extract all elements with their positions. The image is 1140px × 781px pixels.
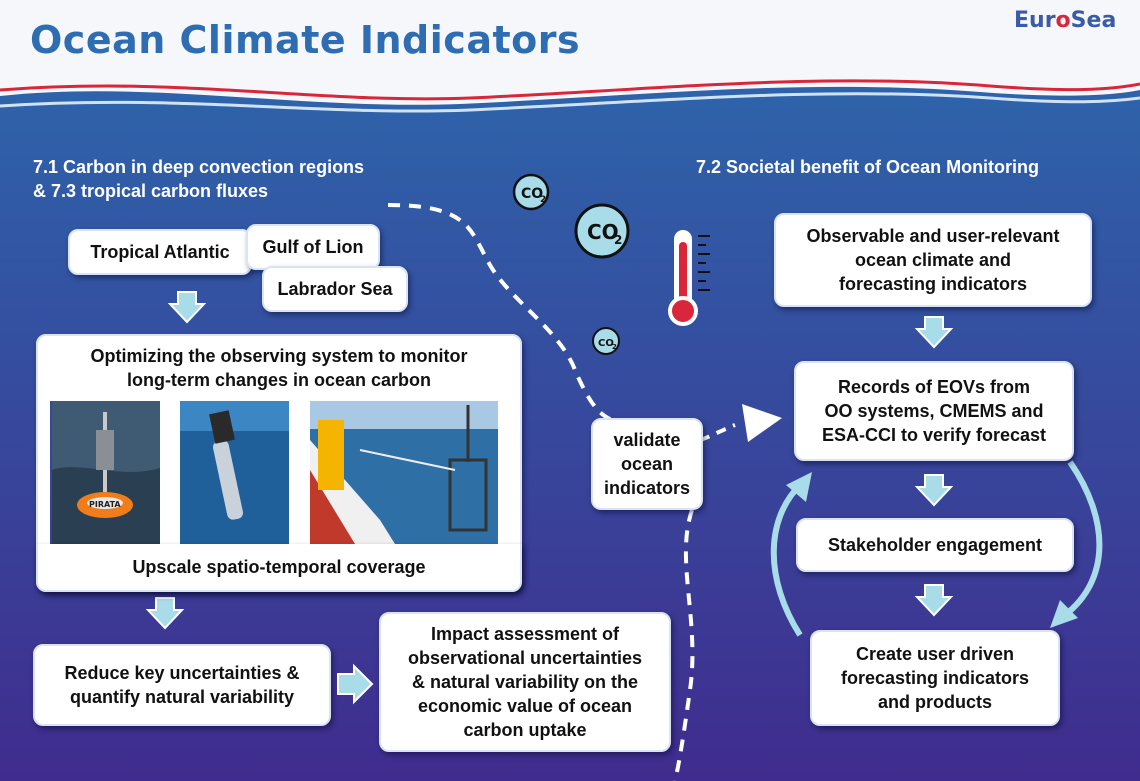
impact-line: Impact assessment of bbox=[430, 624, 620, 644]
reduce-uncertainties-box: Reduce key uncertainties & quantify natu… bbox=[33, 644, 331, 726]
co2-bubble-icon: CO2 bbox=[512, 173, 550, 211]
photo-underwater-float bbox=[180, 401, 289, 544]
observable-line: ocean climate and bbox=[854, 250, 1012, 270]
co2-bubble-icon: CO2 bbox=[574, 203, 630, 259]
impact-assessment-box: Impact assessment of observational uncer… bbox=[379, 612, 671, 752]
records-line: Records of EOVs from bbox=[837, 377, 1031, 397]
svg-text:2: 2 bbox=[540, 195, 546, 205]
svg-text:CO: CO bbox=[598, 338, 614, 349]
svg-text:CO: CO bbox=[587, 220, 619, 244]
optimizing-line1: Optimizing the observing system to monit… bbox=[90, 346, 468, 366]
observable-indicators-box: Observable and user-relevant ocean clima… bbox=[774, 213, 1092, 307]
dashed-connector-lower bbox=[673, 509, 695, 781]
cycle-arrow-icon bbox=[770, 482, 803, 637]
create-line: Create user driven bbox=[855, 644, 1015, 664]
svg-text:2: 2 bbox=[612, 343, 617, 351]
records-line: OO systems, CMEMS and bbox=[824, 401, 1044, 421]
buoy-label: PIRATA bbox=[89, 500, 121, 509]
left-section-heading: 7.1 Carbon in deep convection regions & … bbox=[33, 155, 364, 203]
impact-line: carbon uptake bbox=[463, 720, 587, 740]
create-line: and products bbox=[877, 692, 992, 712]
cycle-arrow-icon bbox=[1063, 460, 1103, 618]
svg-text:CO: CO bbox=[521, 186, 543, 202]
records-eov-box: Records of EOVs from OO systems, CMEMS a… bbox=[794, 361, 1074, 461]
optimizing-line2: long-term changes in ocean carbon bbox=[126, 370, 432, 390]
right-section-heading: 7.2 Societal benefit of Ocean Monitoring bbox=[696, 157, 1040, 177]
photo-buoy: PIRATA bbox=[52, 401, 160, 544]
records-line: ESA-CCI to verify forecast bbox=[821, 425, 1047, 445]
validate-line: ocean bbox=[620, 454, 674, 474]
upscale-caption: Upscale spatio-temporal coverage bbox=[36, 544, 522, 592]
impact-line: economic value of ocean bbox=[417, 696, 633, 716]
photo-ship-deployment bbox=[310, 401, 498, 544]
reduce-line1: Reduce key uncertainties & bbox=[64, 663, 300, 683]
optimizing-title: Optimizing the observing system to monit… bbox=[36, 334, 522, 400]
page-title: Ocean Climate Indicators bbox=[30, 18, 581, 62]
create-indicators-box: Create user driven forecasting indicator… bbox=[810, 630, 1060, 726]
validate-indicators-box: validate ocean indicators bbox=[591, 418, 703, 510]
right-arrow-icon bbox=[337, 663, 374, 705]
impact-line: & natural variability on the bbox=[411, 672, 639, 692]
region-gulf-of-lion: Gulf of Lion bbox=[246, 224, 380, 270]
stakeholder-engagement-box: Stakeholder engagement bbox=[796, 518, 1074, 572]
co2-bubble-icon: CO2 bbox=[592, 327, 620, 355]
eurosea-logo: EuroSea bbox=[1014, 8, 1117, 33]
region-labrador-sea: Labrador Sea bbox=[262, 266, 408, 312]
dashed-connector bbox=[387, 203, 613, 422]
observable-line: forecasting indicators bbox=[838, 274, 1028, 294]
validate-line: validate bbox=[613, 430, 681, 450]
create-line: forecasting indicators bbox=[840, 668, 1030, 688]
reduce-line2: quantify natural variability bbox=[69, 687, 295, 707]
thermometer-icon bbox=[668, 230, 710, 326]
region-tropical-atlantic: Tropical Atlantic bbox=[68, 229, 252, 275]
left-heading-line2: & 7.3 tropical carbon fluxes bbox=[33, 181, 269, 201]
impact-line: observational uncertainties bbox=[407, 648, 643, 668]
validate-line: indicators bbox=[603, 478, 691, 498]
svg-text:2: 2 bbox=[614, 233, 622, 247]
left-heading-line1: 7.1 Carbon in deep convection regions bbox=[33, 157, 365, 177]
validate-arrowhead-icon bbox=[742, 404, 782, 442]
observable-line: Observable and user-relevant bbox=[806, 226, 1060, 246]
